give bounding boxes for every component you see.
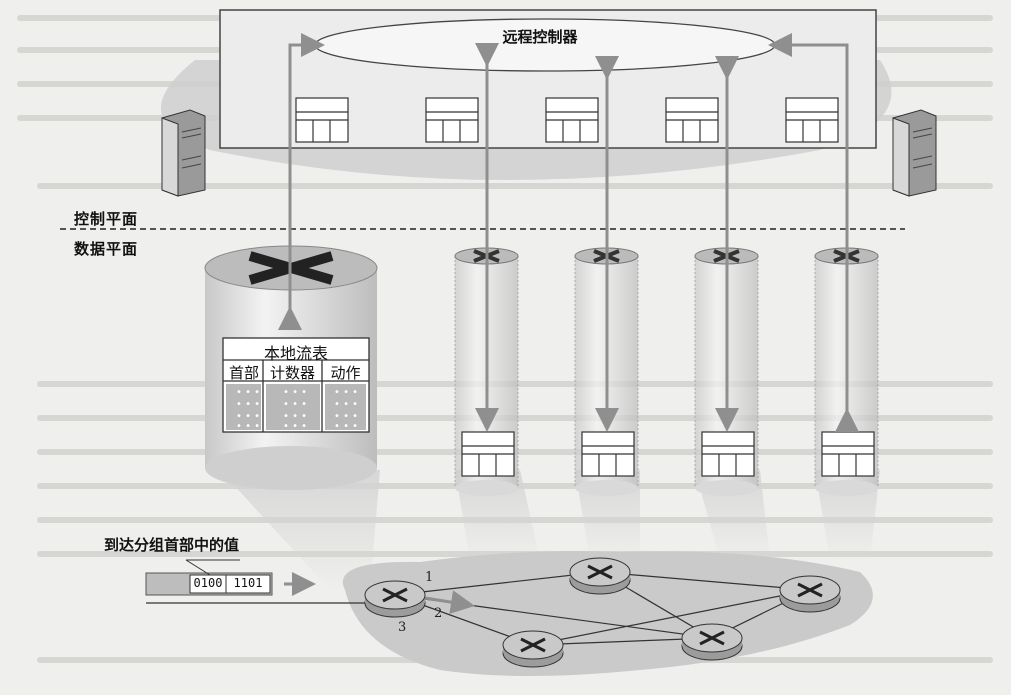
svg-text:• • •: • • • [283,399,307,410]
svg-text:• • •: • • • [236,411,260,422]
column-header: 首部 [228,364,259,382]
svg-text:• • •: • • • [283,421,307,432]
packet-header-box [145,559,273,596]
data-plane-label: 数据平面 [74,240,139,258]
svg-text:• • •: • • • [334,399,358,410]
svg-text:• • •: • • • [283,387,307,398]
packet-caption: 到达分组首部中的值 [104,536,240,554]
switch-flow-table-icon [461,431,875,477]
remote-controller-label: 远程控制器 [502,28,578,46]
svg-text:• • •: • • • [236,387,260,398]
port-1-label: 1 [425,570,434,585]
packet-bits-1: 0100 [193,576,223,590]
port-3-label: 3 [398,620,407,635]
svg-text:• • •: • • • [283,411,307,422]
svg-text:• • •: • • • [334,387,358,398]
svg-text:• • •: • • • [334,421,358,432]
control-plane-label: 控制平面 [74,210,139,228]
router-icon [364,557,841,668]
port-2-label: 2 [434,606,443,621]
column-counter: 计数器 [269,364,315,382]
forward-arrow [424,590,475,614]
local-flow-table-title: 本地流表 [263,344,328,363]
svg-text:• • •: • • • [334,411,358,422]
control-arrows [278,33,859,432]
server-icon-left [161,109,206,197]
fade-left [220,470,380,590]
switch-cylinder [454,247,879,496]
local-flow-table [222,337,370,433]
svg-text:• • •: • • • [236,399,260,410]
packet-bits-2: 1101 [233,576,263,590]
flow-table-dots: • • •• • • • • •• • • • • •• • • • • •• … [236,387,358,432]
server-icon-right [892,109,937,197]
svg-text:• • •: • • • [236,421,260,432]
column-action: 动作 [330,364,361,382]
